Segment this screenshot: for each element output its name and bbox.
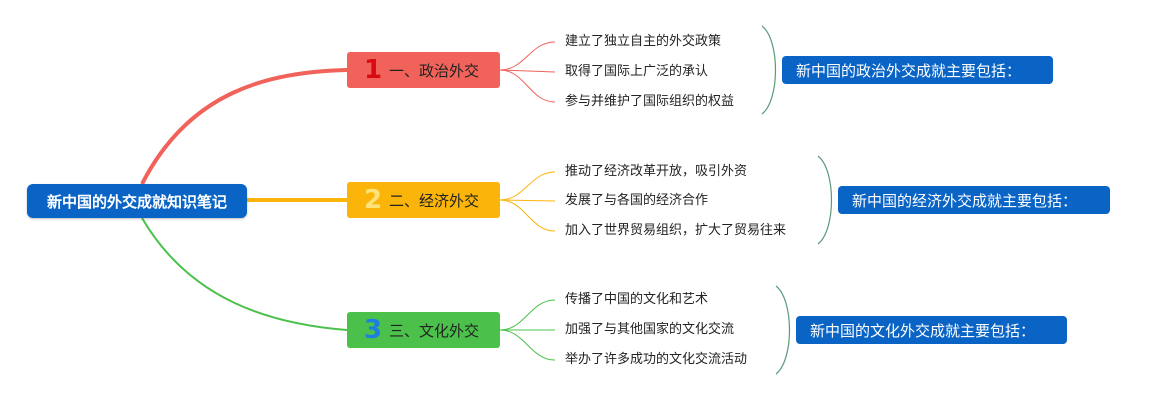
summary-economic[interactable]: 新中国的经济外交成就主要包括： bbox=[838, 186, 1110, 214]
summary-brace-2 bbox=[817, 155, 832, 245]
leaf-link-3-3 bbox=[499, 329, 556, 361]
summary-political[interactable]: 新中国的政治外交成就主要包括： bbox=[782, 56, 1053, 84]
branch-number-2: 2 bbox=[363, 185, 383, 215]
leaf-link-1-2 bbox=[499, 69, 556, 73]
branch-cultural[interactable]: 3 三、文化外交 bbox=[347, 312, 500, 348]
leaf-topic[interactable]: 建立了独立自主的外交政策 bbox=[565, 34, 722, 49]
leaf-topic[interactable]: 加强了与其他国家的文化交流 bbox=[565, 322, 735, 337]
root-link-political bbox=[140, 68, 348, 185]
leaf-link-1-3 bbox=[499, 69, 556, 103]
leaf-topic[interactable]: 传播了中国的文化和艺术 bbox=[565, 292, 709, 307]
leaf-topic[interactable]: 取得了国际上广泛的承认 bbox=[565, 64, 709, 79]
root-link-cultural bbox=[141, 217, 348, 331]
leaf-link-2-1 bbox=[499, 171, 556, 201]
leaf-topic[interactable]: 加入了世界贸易组织，扩大了贸易往来 bbox=[565, 223, 787, 238]
leaf-topic[interactable]: 举办了许多成功的文化交流活动 bbox=[565, 352, 748, 367]
summary-cultural[interactable]: 新中国的文化外交成就主要包括： bbox=[796, 316, 1067, 344]
leaf-link-1-1 bbox=[499, 41, 556, 71]
leaf-link-2-3 bbox=[499, 199, 556, 232]
branch-label: 三、文化外交 bbox=[389, 321, 480, 340]
leaf-topic[interactable]: 推动了经济改革开放，吸引外资 bbox=[565, 164, 748, 179]
leaf-topic[interactable]: 参与并维护了国际组织的权益 bbox=[565, 94, 735, 109]
branch-label: 二、经济外交 bbox=[389, 191, 480, 210]
leaf-link-3-1 bbox=[499, 299, 556, 331]
branch-number-3: 3 bbox=[363, 315, 383, 345]
root-topic[interactable]: 新中国的外交成就知识笔记 bbox=[27, 184, 247, 218]
leaf-link-2-2 bbox=[499, 199, 556, 202]
branch-label: 一、政治外交 bbox=[389, 61, 480, 80]
branch-political[interactable]: 1 一、政治外交 bbox=[347, 52, 500, 88]
branch-economic[interactable]: 2 二、经济外交 bbox=[347, 182, 500, 218]
branch-number-1: 1 bbox=[363, 55, 383, 85]
leaf-topic[interactable]: 发展了与各国的经济合作 bbox=[565, 193, 709, 208]
summary-brace-3 bbox=[775, 285, 790, 375]
summary-brace-1 bbox=[761, 25, 776, 115]
